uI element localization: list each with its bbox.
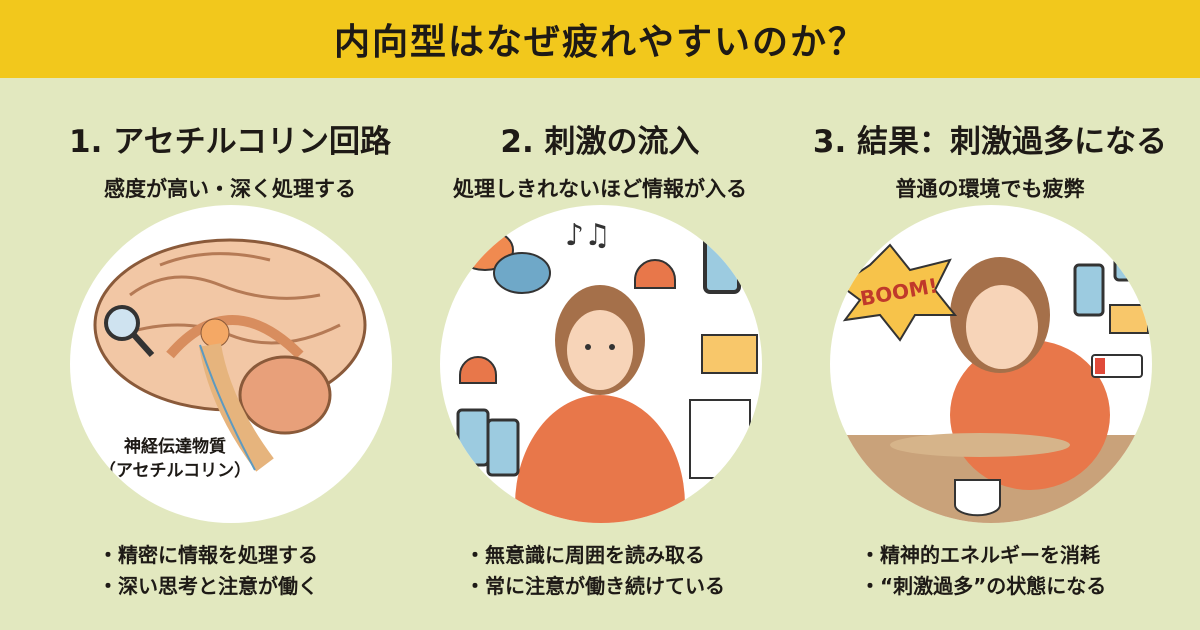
section-overstimulation: 3. 結果：刺激過多になる 普通の環境でも疲弊 bbox=[790, 100, 1190, 203]
section-bullets: 精神的エネルギーを消耗 “刺激過多”の状態になる bbox=[860, 540, 1106, 602]
section-heading: 3. 結果：刺激過多になる bbox=[812, 124, 1168, 160]
overstimulation-illustration: BOOM! bbox=[830, 205, 1152, 523]
bullet-item: 精密に情報を処理する bbox=[98, 540, 318, 571]
neurotransmitter-label: 神経伝達物質 （アセチルコリン） bbox=[90, 435, 260, 483]
bullet-item: 精神的エネルギーを消耗 bbox=[860, 540, 1106, 571]
section-bullets: 精密に情報を処理する 深い思考と注意が働く bbox=[98, 540, 318, 602]
section-subheading: 処理しきれないほど情報が入る bbox=[453, 177, 747, 201]
section-stimulus-inflow: 2. 刺激の流入 処理しきれないほど情報が入る bbox=[400, 100, 800, 203]
bullet-item: 深い思考と注意が働く bbox=[98, 571, 318, 602]
bullet-item: “刺激過多”の状態になる bbox=[860, 571, 1106, 602]
label-line: 神経伝達物質 bbox=[124, 437, 226, 457]
svg-text:♪♫: ♪♫ bbox=[565, 218, 611, 253]
label-line: （アセチルコリン） bbox=[98, 461, 252, 481]
section-heading: 1. アセチルコリン回路 bbox=[69, 124, 391, 160]
section-acetylcholine: 1. アセチルコリン回路 感度が高い・深く処理する bbox=[30, 100, 430, 203]
page-title: 内向型はなぜ疲れやすいのか？ bbox=[333, 22, 866, 63]
header-banner: 内向型はなぜ疲れやすいのか？ bbox=[0, 0, 1200, 78]
section-subheading: 感度が高い・深く処理する bbox=[104, 177, 356, 201]
brain-illustration: 神経伝達物質 （アセチルコリン） bbox=[70, 205, 392, 523]
bullet-item: 無意識に周囲を読み取る bbox=[465, 540, 725, 571]
overwhelmed-person-icon: ♪♫ bbox=[456, 218, 758, 523]
brain-icon bbox=[93, 238, 367, 472]
section-heading: 2. 刺激の流入 bbox=[500, 124, 700, 160]
bullet-item: 常に注意が働き続けている bbox=[465, 571, 725, 602]
section-subheading: 普通の環境でも疲弊 bbox=[895, 177, 1085, 201]
exhausted-person-icon bbox=[830, 213, 1152, 523]
section-bullets: 無意識に周囲を読み取る 常に注意が働き続けている bbox=[465, 540, 725, 602]
stimulus-illustration: ♪♫ bbox=[440, 205, 762, 523]
